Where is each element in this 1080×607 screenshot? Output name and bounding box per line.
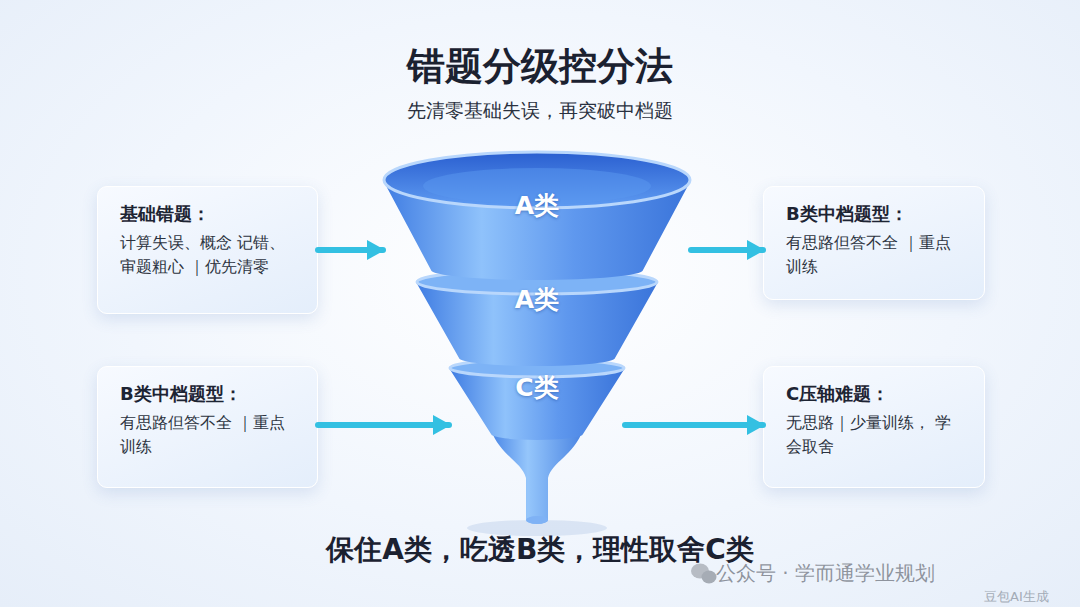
box-body: 计算失误、概念 记错、审题粗心 ｜优先清零	[120, 231, 299, 279]
subtitle-text: 先清零基础失误，再突破中档题	[0, 98, 1080, 124]
funnel-spout	[491, 430, 583, 524]
category-box: C压轴难题： 无思路｜少量训练， 学会取舍	[763, 366, 985, 488]
box-heading: C压轴难题：	[786, 381, 966, 407]
category-box: B类中档题型： 有思路但答不全 ｜重点训练	[97, 366, 318, 488]
funnel-cone	[416, 270, 658, 366]
flow-arrow	[625, 422, 763, 428]
category-box: 基础错题： 计算失误、概念 记错、审题粗心 ｜优先清零	[97, 186, 318, 314]
funnel-tier-outline	[449, 358, 625, 448]
flow-arrow	[691, 247, 763, 253]
box-body: 有思路但答不全 ｜重点训练	[120, 411, 299, 459]
funnel-tier-outline	[416, 270, 658, 370]
box-heading: 基础错题：	[120, 201, 299, 227]
funnel-cone	[449, 359, 625, 440]
box-body: 无思路｜少量训练， 学会取舍	[786, 411, 966, 459]
funnel-tier: A类	[383, 150, 691, 282]
funnel-cone	[383, 152, 691, 280]
box-heading: B类中档题型：	[120, 381, 299, 407]
tier-label: A类	[416, 286, 658, 314]
box-body: 有思路但答不全 ｜重点训练	[786, 231, 966, 279]
wechat-icon	[691, 564, 717, 584]
flow-arrow	[318, 422, 449, 428]
funnel-tier: A类	[416, 270, 658, 370]
spout-opening	[526, 516, 548, 524]
watermark-text: 豆包AI生成	[984, 588, 1049, 606]
tier-label: A类	[383, 192, 691, 220]
diagram-title: 错题分级控分法	[0, 42, 1080, 90]
box-heading: B类中档题型：	[786, 201, 966, 227]
category-box: B类中档题型： 有思路但答不全 ｜重点训练	[763, 186, 985, 300]
wechat-bubble	[702, 571, 717, 584]
watermark-text: 公众号 · 学而通学业规划	[716, 560, 935, 587]
tier-label: C类	[449, 374, 625, 402]
funnel-tier: C类	[449, 358, 625, 448]
flow-arrow	[318, 247, 383, 253]
